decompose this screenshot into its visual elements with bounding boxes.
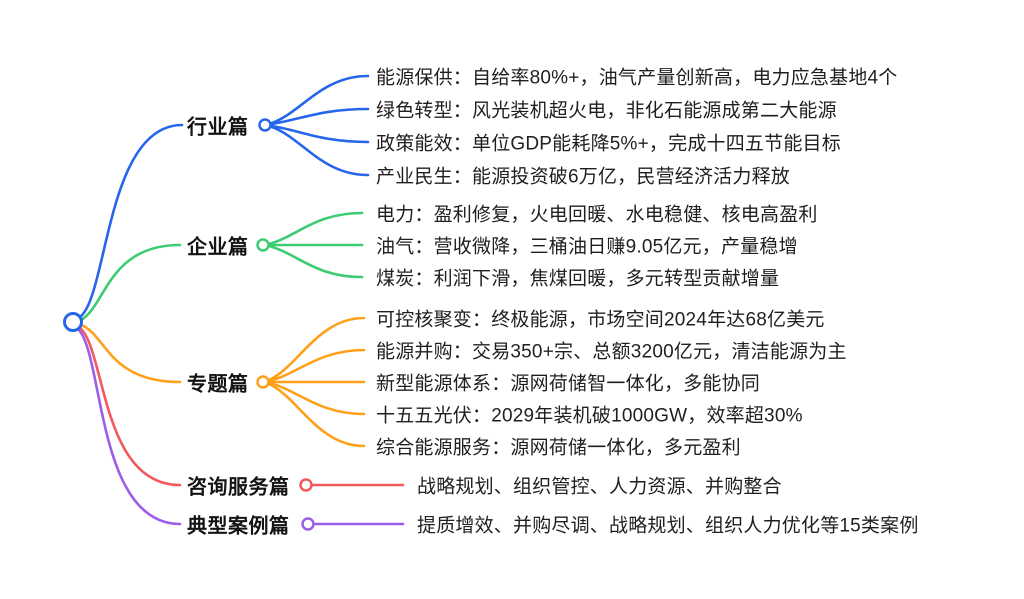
leaf-industry-3[interactable]: 产业民生：能源投资破6万亿，民营经济活力释放 bbox=[376, 166, 790, 188]
leaf-enterprise-2[interactable]: 煤炭：利润下滑，焦煤回暖，多元转型贡献增量 bbox=[376, 268, 780, 290]
leaf-enterprise-1[interactable]: 油气：营收微降，三桶油日赚9.05亿元，产量稳增 bbox=[376, 236, 798, 258]
connector-topics-leaf-1 bbox=[267, 348, 366, 383]
connector-topics-leaf-4 bbox=[267, 382, 366, 448]
branch-label-topics[interactable]: 专题篇 bbox=[187, 373, 249, 396]
leaf-consulting-0[interactable]: 战略规划、组织管控、人力资源、并购整合 bbox=[417, 476, 782, 498]
leaf-topics-2[interactable]: 新型能源体系：源网荷储智一体化，多能协同 bbox=[376, 373, 761, 395]
node-handle-cases[interactable] bbox=[301, 517, 315, 531]
connector-industry-leaf-1 bbox=[270, 107, 370, 126]
leaf-enterprise-0[interactable]: 电力：盈利修复，火电回暖、水电稳健、核电高盈利 bbox=[376, 204, 818, 226]
leaf-industry-0[interactable]: 能源保供：自给率80%+，油气产量创新高，电力应急基地4个 bbox=[376, 67, 898, 89]
leaf-topics-3[interactable]: 十五五光伏：2029年装机破1000GW，效率超30% bbox=[376, 405, 803, 427]
connector-root-consulting bbox=[77, 325, 182, 487]
branch-label-cases[interactable]: 典型案例篇 bbox=[187, 515, 290, 538]
connector-enterprise-leaf-0 bbox=[267, 211, 364, 246]
node-handle-topics[interactable] bbox=[256, 375, 270, 389]
branch-lines-cases bbox=[76, 327, 405, 531]
branch-lines-consulting bbox=[77, 325, 405, 492]
leaf-topics-1[interactable]: 能源并购：交易350+宗、总额3200亿元，清洁能源为主 bbox=[376, 341, 847, 363]
branch-label-consulting[interactable]: 咨询服务篇 bbox=[187, 476, 290, 499]
branch-lines-industry bbox=[78, 74, 370, 319]
connector-root-industry bbox=[78, 123, 184, 319]
leaf-cases-0[interactable]: 提质增效、并购尽调、战略规划、组织人力优化等15类案例 bbox=[417, 515, 919, 537]
connector-enterprise-leaf-2 bbox=[267, 244, 364, 279]
connector-industry-leaf-3 bbox=[270, 125, 370, 177]
leaf-industry-1[interactable]: 绿色转型：风光装机超火电，非化石能源成第二大能源 bbox=[376, 100, 837, 122]
connector-root-cases bbox=[76, 327, 182, 526]
node-handle-consulting[interactable] bbox=[299, 478, 313, 492]
connector-topics-leaf-0 bbox=[267, 316, 366, 382]
connector-root-enterprise bbox=[79, 243, 182, 322]
branch-label-industry[interactable]: 行业篇 bbox=[187, 116, 249, 139]
connector-industry-leaf-0 bbox=[270, 74, 370, 125]
root-node-circle[interactable] bbox=[63, 312, 83, 332]
branch-lines-topics bbox=[79, 316, 366, 448]
node-handle-enterprise[interactable] bbox=[256, 238, 270, 252]
leaf-industry-2[interactable]: 政策能效：单位GDP能耗降5%+，完成十四五节能目标 bbox=[376, 133, 841, 155]
leaf-topics-4[interactable]: 综合能源服务：源网荷储一体化，多元盈利 bbox=[376, 437, 741, 459]
connector-root-topics bbox=[79, 323, 182, 384]
branch-lines-enterprise bbox=[79, 211, 364, 322]
node-handle-industry[interactable] bbox=[258, 118, 272, 132]
connector-topics-leaf-3 bbox=[267, 381, 366, 416]
branch-label-enterprise[interactable]: 企业篇 bbox=[187, 236, 249, 259]
connector-industry-leaf-2 bbox=[270, 124, 370, 144]
leaf-topics-0[interactable]: 可控核聚变：终极能源，市场空间2024年达68亿美元 bbox=[376, 309, 825, 331]
